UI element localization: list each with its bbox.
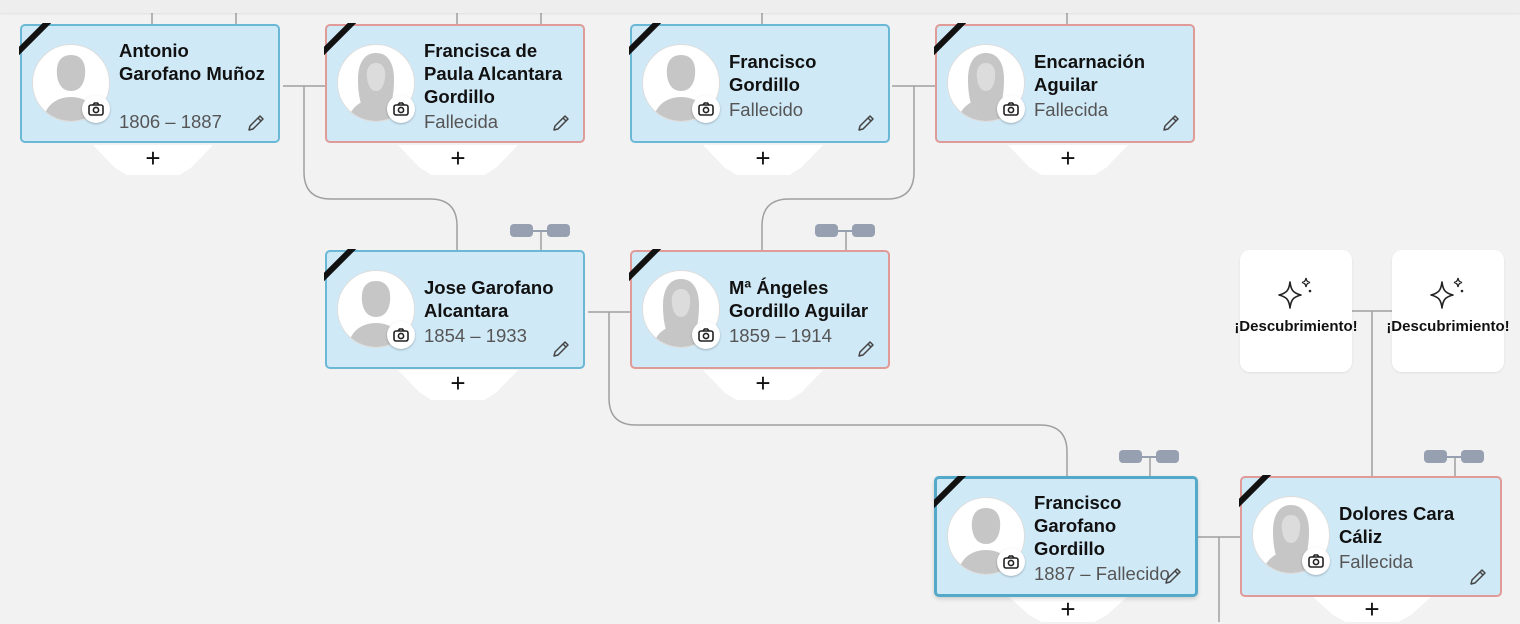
add-icon: + bbox=[1060, 143, 1076, 173]
person-card-dolores[interactable]: Dolores Cara Cáliz Fallecida bbox=[1240, 476, 1502, 597]
person-card-francisca[interactable]: Francisca de Paula Alcantara Gordillo Fa… bbox=[325, 24, 585, 143]
camera-icon[interactable] bbox=[1302, 547, 1330, 575]
person-name: Francisco Gordillo bbox=[729, 51, 817, 95]
pencil-edit-icon[interactable] bbox=[246, 113, 266, 133]
person-dates: Fallecido bbox=[729, 99, 804, 120]
add-icon: + bbox=[1060, 594, 1076, 624]
sparkle-icon bbox=[1430, 277, 1464, 309]
female-avatar-icon bbox=[642, 270, 720, 348]
person-name: Antonio Garofano Muñoz bbox=[119, 40, 265, 84]
add-icon: + bbox=[1364, 594, 1380, 624]
spouse-link-icon[interactable] bbox=[510, 222, 572, 238]
spouse-link-icon[interactable] bbox=[815, 222, 877, 238]
camera-icon[interactable] bbox=[692, 95, 720, 123]
sparkle-icon bbox=[1278, 277, 1312, 309]
person-name: Jose Garofano Alcantara bbox=[424, 277, 554, 321]
pencil-edit-icon[interactable] bbox=[856, 339, 876, 359]
person-dates: Fallecida bbox=[424, 111, 499, 132]
person-dates: 1806 – 1887 bbox=[119, 111, 222, 132]
pencil-edit-icon[interactable] bbox=[551, 339, 571, 359]
pencil-edit-icon[interactable] bbox=[1163, 566, 1183, 586]
female-avatar-icon bbox=[337, 44, 415, 122]
person-dates: 1859 – 1914 bbox=[729, 325, 832, 346]
add-icon: + bbox=[755, 368, 771, 398]
person-name: Dolores Cara Cáliz bbox=[1339, 503, 1455, 547]
person-card-antonio[interactable]: Antonio Garofano Muñoz 1806 – 1887 bbox=[20, 24, 280, 143]
discovery-label: ¡Descubrimiento! bbox=[1234, 318, 1358, 335]
camera-icon[interactable] bbox=[692, 321, 720, 349]
spouse-link-icon[interactable] bbox=[1119, 448, 1181, 464]
discovery-card[interactable]: ¡Descubrimiento! bbox=[1386, 250, 1510, 372]
top-toolbar-edge bbox=[0, 0, 1520, 13]
person-card-encarnacion[interactable]: Encarnación Aguilar Fallecida bbox=[935, 24, 1195, 143]
add-icon: + bbox=[755, 143, 771, 173]
camera-icon[interactable] bbox=[82, 95, 110, 123]
person-card-jose[interactable]: Jose Garofano Alcantara 1854 – 1933 bbox=[325, 250, 585, 369]
person-dates: 1887 – Fallecido bbox=[1034, 563, 1170, 584]
camera-icon[interactable] bbox=[997, 95, 1025, 123]
person-dates: Fallecida bbox=[1339, 551, 1414, 572]
pencil-edit-icon[interactable] bbox=[1468, 567, 1488, 587]
person-name: Francisca de Paula Alcantara Gordillo bbox=[424, 40, 563, 107]
person-name: Mª Ángeles Gordillo Aguilar bbox=[729, 277, 869, 321]
discovery-card[interactable]: ¡Descubrimiento! bbox=[1234, 250, 1358, 372]
add-icon: + bbox=[450, 143, 466, 173]
camera-icon[interactable] bbox=[387, 321, 415, 349]
pencil-edit-icon[interactable] bbox=[551, 113, 571, 133]
person-card-francisco-garofano[interactable]: Francisco Garofano Gordillo 1887 – Falle… bbox=[934, 476, 1198, 597]
person-dates: Fallecida bbox=[1034, 99, 1109, 120]
person-card-francisco-gordillo[interactable]: Francisco Gordillo Fallecido bbox=[630, 24, 890, 143]
person-name: Francisco Garofano Gordillo bbox=[1034, 492, 1122, 559]
pencil-edit-icon[interactable] bbox=[856, 113, 876, 133]
person-dates: 1854 – 1933 bbox=[424, 325, 527, 346]
add-icon: + bbox=[450, 368, 466, 398]
camera-icon[interactable] bbox=[997, 548, 1025, 576]
discovery-label: ¡Descubrimiento! bbox=[1386, 318, 1510, 335]
spouse-link-icon[interactable] bbox=[1424, 448, 1486, 464]
camera-icon[interactable] bbox=[387, 95, 415, 123]
add-icon: + bbox=[145, 143, 161, 173]
pencil-edit-icon[interactable] bbox=[1161, 113, 1181, 133]
add-relative-tab[interactable]: + bbox=[1008, 596, 1128, 622]
person-card-angeles[interactable]: Mª Ángeles Gordillo Aguilar 1859 – 1914 bbox=[630, 250, 890, 369]
person-name: Encarnación Aguilar bbox=[1034, 51, 1146, 95]
